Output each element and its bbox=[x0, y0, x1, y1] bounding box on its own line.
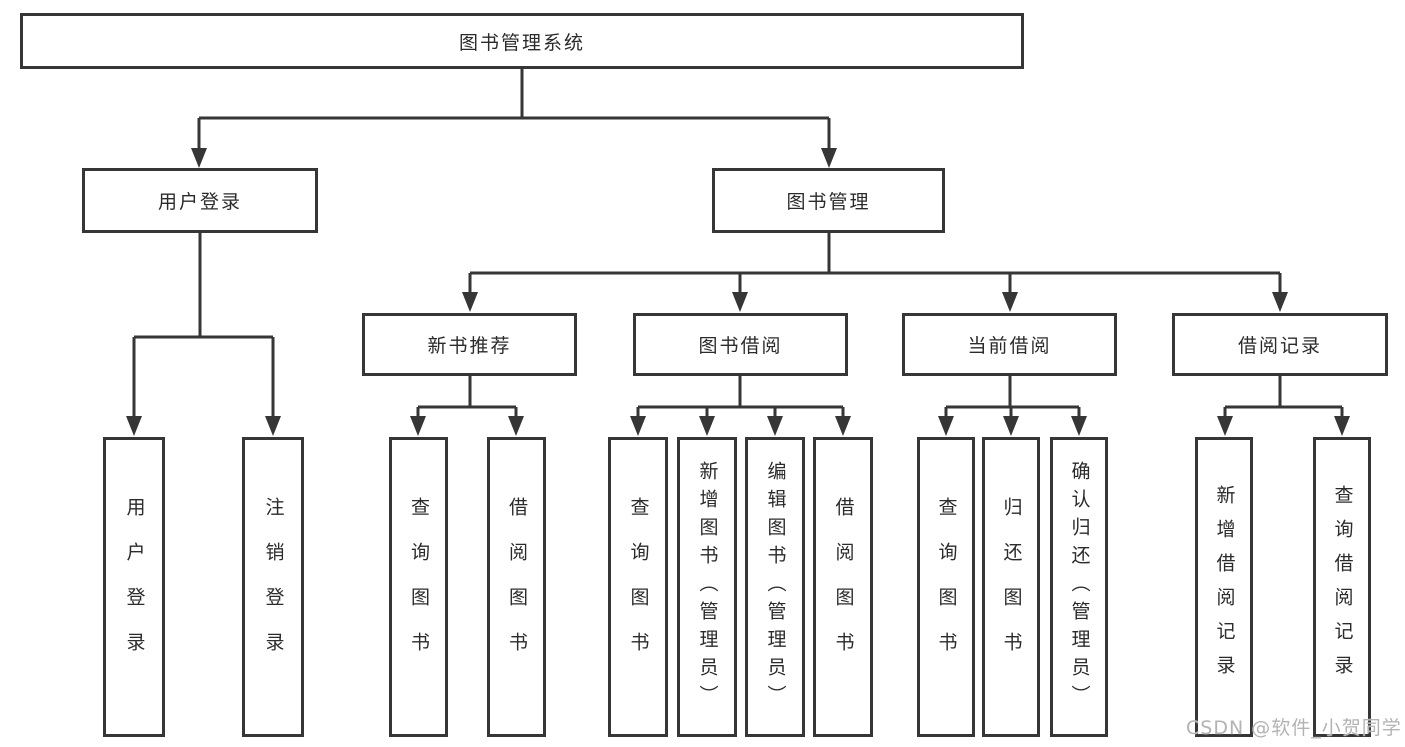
leaf-query-books-current-label: 查询图书 bbox=[935, 497, 958, 677]
connector-user-login-to-leaves bbox=[126, 233, 281, 436]
leaf-add-borrow-record: 新增借阅记录 bbox=[1195, 437, 1253, 737]
leaf-query-borrow-record: 查询借阅记录 bbox=[1313, 437, 1371, 737]
csdn-watermark: CSDN @软件_小贺同学 bbox=[1186, 717, 1402, 739]
leaf-query-borrow-record-label: 查询借阅记录 bbox=[1331, 485, 1354, 689]
leaf-return-books: 归还图书 bbox=[982, 437, 1040, 737]
leaf-borrow-books-label: 借阅图书 bbox=[832, 497, 855, 677]
node-book-borrow: 图书借阅 bbox=[633, 313, 848, 376]
connector-book-management-to-groups bbox=[462, 233, 1288, 312]
connector-root-to-level2 bbox=[191, 69, 837, 168]
node-new-book-recommend: 新书推荐 bbox=[362, 313, 577, 376]
leaf-borrow-books-recommend-label: 借阅图书 bbox=[506, 497, 528, 677]
node-book-management: 图书管理 bbox=[712, 168, 945, 233]
leaf-borrow-books: 借阅图书 bbox=[813, 437, 873, 737]
node-current-borrow: 当前借阅 bbox=[902, 313, 1117, 376]
leaf-borrow-books-recommend: 借阅图书 bbox=[487, 437, 546, 737]
node-user-login: 用户登录 bbox=[82, 168, 318, 233]
leaf-query-books-borrow: 查询图书 bbox=[608, 437, 668, 737]
leaf-edit-books-admin: 编辑图书（管理员） bbox=[745, 437, 805, 737]
leaf-logout: 注销登录 bbox=[242, 437, 304, 737]
leaf-user-login: 用户登录 bbox=[103, 437, 165, 737]
leaf-query-books-recommend-label: 查询图书 bbox=[408, 497, 430, 677]
node-borrow-records: 借阅记录 bbox=[1172, 313, 1388, 376]
leaf-logout-label: 注销登录 bbox=[262, 497, 285, 677]
leaf-confirm-return-admin: 确认归还（管理员） bbox=[1050, 437, 1108, 737]
connector-current-borrow-to-leaves bbox=[938, 376, 1087, 436]
leaf-user-login-label: 用户登录 bbox=[123, 497, 146, 677]
leaf-query-books-recommend: 查询图书 bbox=[389, 437, 448, 737]
leaf-add-borrow-record-label: 新增借阅记录 bbox=[1213, 485, 1236, 689]
connector-book-borrow-to-leaves bbox=[630, 376, 851, 436]
node-root-system: 图书管理系统 bbox=[20, 13, 1024, 69]
leaf-edit-books-admin-label: 编辑图书（管理员） bbox=[764, 461, 787, 713]
leaf-add-books-admin-label: 新增图书（管理员） bbox=[696, 461, 719, 713]
leaf-query-books-borrow-label: 查询图书 bbox=[627, 497, 650, 677]
leaf-return-books-label: 归还图书 bbox=[1000, 497, 1023, 677]
connector-borrow-records-to-leaves bbox=[1217, 376, 1350, 436]
connector-new-book-recommend-to-leaves bbox=[410, 376, 524, 436]
leaf-confirm-return-admin-label: 确认归还（管理员） bbox=[1068, 461, 1091, 713]
leaf-add-books-admin: 新增图书（管理员） bbox=[677, 437, 737, 737]
leaf-query-books-current: 查询图书 bbox=[917, 437, 975, 737]
